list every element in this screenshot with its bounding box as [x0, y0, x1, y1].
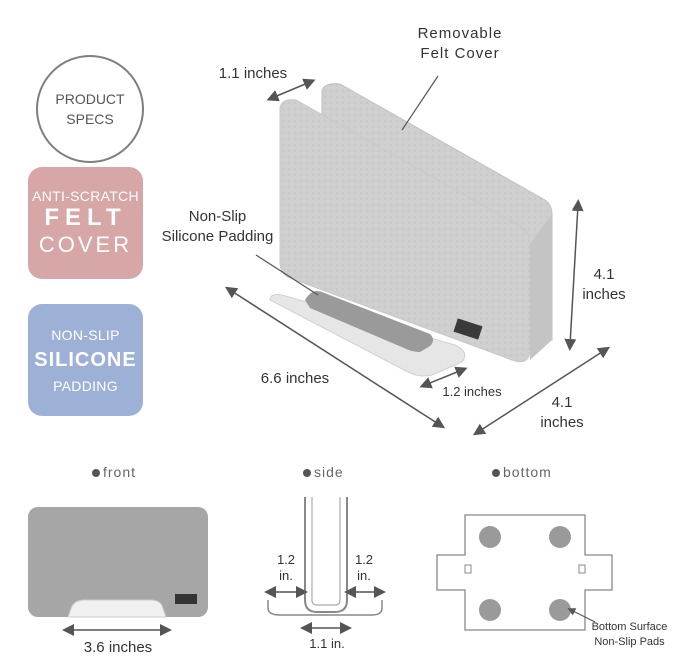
- felt-badge-line1: ANTI-SCRATCH: [32, 188, 139, 204]
- bullet-icon: [303, 469, 311, 478]
- bottom-pad-3: [479, 599, 501, 621]
- bottom-pads-note: Bottom Surface Non-Slip Pads: [591, 621, 668, 648]
- brand-tag: [453, 318, 483, 340]
- silicone-badge-line3: PADDING: [53, 377, 118, 394]
- nonslip-callout-line1: Non-Slip: [188, 208, 247, 225]
- side-view-outline: [304, 497, 348, 613]
- height-label: 4.1 inches: [575, 265, 633, 305]
- bullet-icon: [92, 469, 100, 478]
- side-view-label: side: [303, 464, 344, 480]
- product-specs-line1: PRODUCT: [55, 91, 125, 107]
- pad-width-label: 1.2 inches: [442, 384, 502, 399]
- product-specs-line2: SPECS: [66, 111, 114, 127]
- front-view-body: [28, 507, 208, 617]
- slot-width-label: 1.1 inches: [218, 65, 288, 82]
- front-view-label: front: [92, 464, 136, 480]
- depth-unit: inches: [540, 414, 584, 431]
- felt-side-wall: [530, 214, 552, 360]
- bottom-view-label: bottom: [492, 464, 552, 480]
- nonslip-callout-line2: Silicone Padding: [161, 228, 274, 245]
- front-view-base: [67, 599, 167, 618]
- length-label: 6.6 inches: [260, 370, 330, 387]
- depth-label: 4.1 inches: [532, 393, 592, 433]
- bottom-pad-4: [549, 599, 571, 621]
- bottom-view-outline: [436, 514, 613, 631]
- product-specs-badge: PRODUCT SPECS: [36, 55, 144, 163]
- side-view-base: [267, 600, 383, 616]
- felt-badge-line3: COVER: [38, 232, 133, 257]
- bottom-pad-1: [479, 526, 501, 548]
- bottom-pad-2: [549, 526, 571, 548]
- silicone-badge-line1: NON-SLIP: [51, 326, 120, 343]
- removable-felt-callout: Removable Felt Cover: [395, 24, 525, 64]
- silicone-padding-badge: NON-SLIP SILICONE PADDING: [28, 304, 143, 416]
- height-value: 4.1: [593, 266, 615, 283]
- depth-value: 4.1: [551, 394, 573, 411]
- front-width-label: 3.6 inches: [83, 639, 153, 656]
- height-unit: inches: [582, 286, 626, 303]
- silicone-badge-line2: SILICONE: [34, 348, 137, 371]
- bullet-icon: [492, 469, 500, 478]
- side-bottom-label: 1.1 in.: [309, 636, 345, 651]
- removable-callout-line1: Removable: [417, 25, 503, 42]
- felt-cover-badge: ANTI-SCRATCH FELT COVER: [28, 167, 143, 279]
- felt-badge-line2: FELT: [44, 204, 127, 231]
- front-view-tag: [175, 594, 197, 604]
- nonslip-silicone-callout: Non-Slip Silicone Padding: [150, 207, 285, 247]
- removable-callout-line2: Felt Cover: [420, 45, 500, 62]
